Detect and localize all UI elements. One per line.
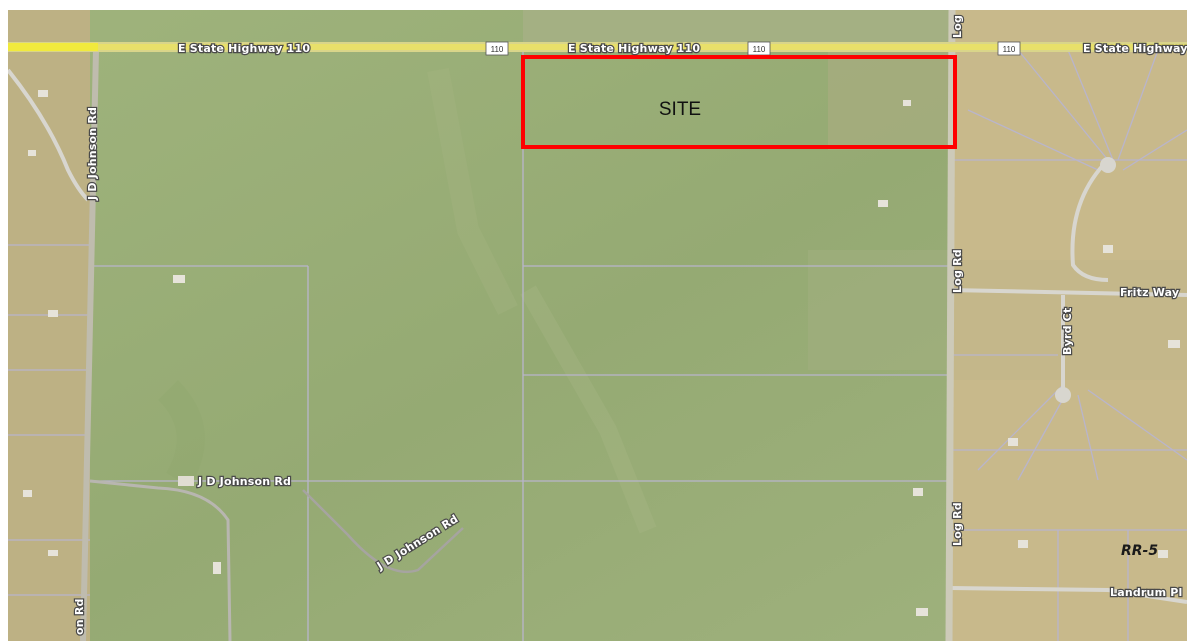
road-label-highway-mid: E State Highway 110: [568, 42, 700, 55]
map-canvas: 110 110 110 SITE E State Highway 110 E S…: [8, 10, 1187, 641]
site-label: SITE: [659, 99, 701, 120]
road-label-jd-johnson-horizontal: J D Johnson Rd: [197, 475, 291, 488]
svg-text:110: 110: [491, 45, 504, 54]
west-residential-area: [8, 10, 90, 641]
highway-shield-110: 110: [997, 41, 1021, 56]
svg-text:110: 110: [1003, 45, 1016, 54]
road-label-log-top: Log: [951, 15, 964, 38]
highway-shield-110: 110: [485, 41, 509, 56]
road-label-highway-east: E State Highway 1: [1083, 42, 1187, 55]
jd-johnson-rd-vertical: [80, 49, 99, 641]
road-label-jd-johnson-bottom: on Rd: [73, 598, 86, 635]
site-boundary[interactable]: [521, 55, 957, 149]
parcel-lines: [8, 49, 1187, 641]
svg-text:110: 110: [753, 45, 766, 54]
highway-shield-110: 110: [747, 41, 771, 56]
road-label-log-rd-lower: Log Rd: [951, 502, 964, 546]
road-label-byrd-ct: Byrd Ct: [1061, 308, 1074, 355]
aerial-map[interactable]: 110 110 110 SITE E State Highway 110 E S…: [8, 10, 1187, 641]
structures: [23, 90, 1180, 616]
road-label-jd-johnson-vertical: J D Johnson Rd: [86, 107, 99, 201]
jd-johnson-rd-horizontal: [89, 479, 232, 641]
road-label-landrum-pl: Landrum Pl: [1110, 586, 1183, 599]
road-label-highway-west: E State Highway 110: [178, 42, 310, 55]
east-local-roads: [949, 158, 1187, 604]
jd-johnson-rd-diagonal: [302, 489, 464, 574]
road-label-fritz-way: Fritz Way: [1120, 286, 1179, 299]
road-label-log-rd-upper: Log Rd: [951, 249, 964, 293]
west-local-road: [8, 68, 90, 202]
log-rd: [945, 10, 956, 641]
zoning-label: RR-5: [1121, 543, 1158, 559]
